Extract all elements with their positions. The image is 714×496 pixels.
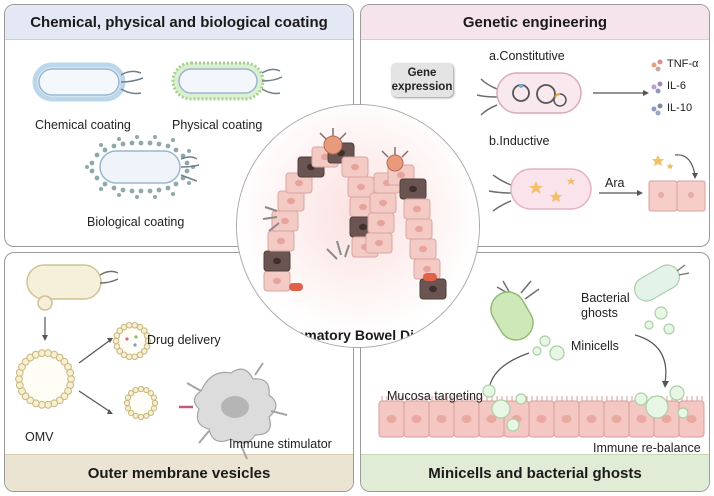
omv-vesicle bbox=[15, 349, 75, 409]
drug-delivery-vesicle bbox=[112, 321, 152, 361]
cytokine-il10-label: IL-10 bbox=[667, 102, 693, 114]
omv-illustration bbox=[15, 264, 288, 460]
biological-coated-bacterium bbox=[85, 135, 200, 199]
bacterial-ghosts-label: Bacterial ghosts bbox=[581, 291, 630, 320]
minicell-bacterium bbox=[490, 280, 540, 341]
drug-delivery-label: Drug delivery bbox=[147, 333, 221, 347]
constitutive-label: a.Constitutive bbox=[489, 49, 565, 63]
biological-coating-label: Biological coating bbox=[87, 215, 185, 229]
ibd-center-circle: Inflammatory Bowel Disease bbox=[236, 104, 480, 348]
ghost-bacterium bbox=[634, 264, 690, 302]
budding-bacterium bbox=[26, 264, 119, 311]
physical-coated-bacterium bbox=[171, 61, 283, 101]
intestinal-villus-illustration bbox=[237, 105, 479, 347]
minicells-panel-title: Minicells and bacterial ghosts bbox=[361, 454, 709, 491]
omv-label: OMV bbox=[25, 430, 54, 444]
chemical-coated-bacterium bbox=[32, 62, 144, 102]
ara-label: Ara bbox=[605, 176, 625, 190]
constitutive-bacterium bbox=[476, 72, 582, 116]
mucosa-targeting-label: Mucosa targeting bbox=[387, 389, 483, 403]
macrophage-icon bbox=[179, 362, 288, 460]
omv-panel-title: Outer membrane vesicles bbox=[5, 454, 353, 491]
inflammation-markers bbox=[262, 128, 437, 291]
cytokine-il6-label: IL-6 bbox=[667, 80, 686, 92]
cytokine-tnf-label: TNF-α bbox=[667, 58, 699, 70]
genetic-illustration bbox=[476, 59, 706, 212]
inductive-bacterium bbox=[488, 168, 592, 212]
inductive-target-cells bbox=[648, 154, 706, 212]
coating-panel-title: Chemical, physical and biological coatin… bbox=[5, 5, 353, 40]
minicell-bubbles bbox=[532, 306, 675, 361]
coating-illustration bbox=[32, 61, 283, 199]
gene-expression-box: Gene expression bbox=[391, 63, 453, 97]
attached-minicells bbox=[482, 384, 689, 432]
genetic-panel-title: Genetic engineering bbox=[361, 5, 709, 40]
minicells-label: Minicells bbox=[571, 339, 619, 353]
cytokine-icons bbox=[651, 59, 663, 116]
immune-stimulator-label: Immune stimulator bbox=[229, 437, 332, 451]
ibd-title: Inflammatory Bowel Disease bbox=[263, 327, 453, 343]
minicells-illustration bbox=[378, 264, 705, 438]
immune-vesicle bbox=[123, 385, 159, 421]
immune-rebalance-label: Immune re-balance bbox=[593, 441, 701, 455]
genetic-panel: Genetic engineering Gene expression bbox=[360, 4, 710, 247]
inductive-label: b.Inductive bbox=[489, 134, 550, 148]
chemical-coating-label: Chemical coating bbox=[35, 118, 131, 132]
